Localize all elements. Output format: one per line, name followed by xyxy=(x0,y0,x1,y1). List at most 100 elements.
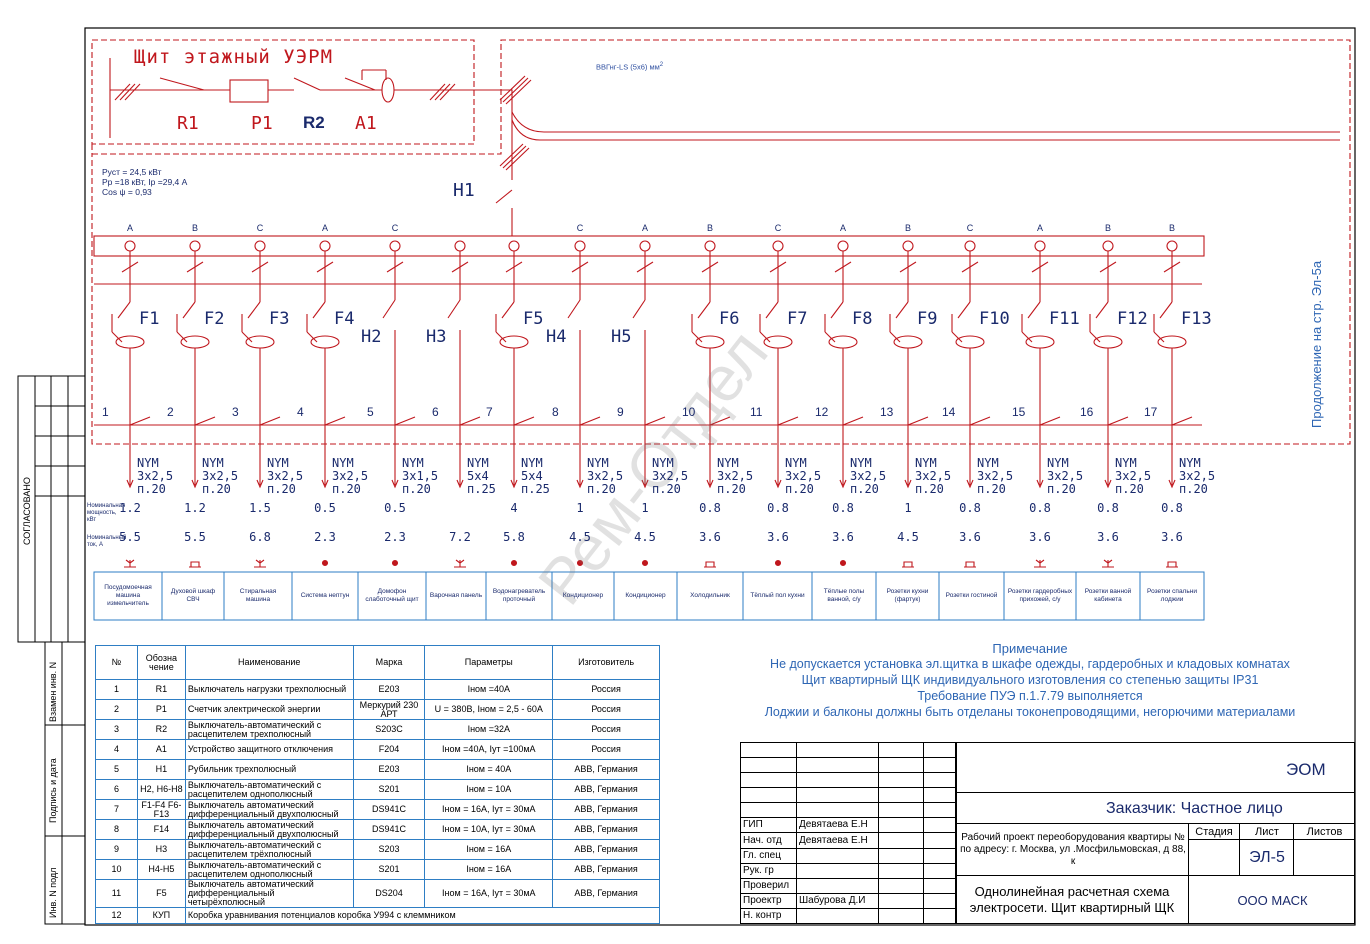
stamp-cell xyxy=(923,832,956,849)
bus-tap xyxy=(837,240,849,252)
bus-tap xyxy=(508,240,520,252)
stamp-role-row: Гл. спец xyxy=(740,847,956,864)
spec-cell: S201 xyxy=(352,859,426,880)
stamp-person xyxy=(795,847,879,864)
spec-cell: Iном = 40А xyxy=(424,759,554,780)
bus-tap xyxy=(574,240,586,252)
consumer-label: Водонагреватель проточный xyxy=(492,588,546,603)
cable-routing: п.20 xyxy=(202,482,231,496)
stamp-cell xyxy=(795,741,879,759)
consumer-label: Духовой шкаф СВЧ xyxy=(170,588,216,603)
consumer-symbol xyxy=(254,559,266,568)
stamp-role: Гл. спец xyxy=(740,847,797,864)
spec-header-cell: Наименование xyxy=(184,645,354,680)
line-number: 16 xyxy=(1080,405,1094,419)
device-label: F11 xyxy=(1049,309,1080,329)
spec-cell: ABB, Германия xyxy=(552,759,660,780)
line-number: 4 xyxy=(297,405,304,419)
stamp-role-row: Н. контр xyxy=(740,907,956,925)
cable-routing: п.20 xyxy=(137,482,166,496)
spec-cell: ABB, Германия xyxy=(552,779,660,800)
rated-current: 5.5 xyxy=(184,530,206,544)
cable-routing: п.20 xyxy=(1047,482,1076,496)
consumer-label: Розетки кухни (фартук) xyxy=(886,588,929,603)
consumer-label: Розетки гостиной xyxy=(945,592,998,599)
power-info: Руст = 24,5 кВт Рр =18 кВт, Iр =29,4 А C… xyxy=(102,167,188,197)
spec-header-cell: № xyxy=(95,645,138,680)
rated-current: 4.5 xyxy=(897,530,919,544)
spec-cell: 12 xyxy=(95,907,138,924)
stamp-cell xyxy=(923,817,956,834)
spec-cell: Выключатель-автоматический с расцепителе… xyxy=(184,839,354,860)
device-label: H4 xyxy=(546,327,567,347)
spec-cell: Коробка уравнивания потенциалов коробка … xyxy=(184,907,661,924)
spec-cell: P1 xyxy=(136,699,186,720)
spec-cell: 10 xyxy=(95,859,138,880)
device-label: F12 xyxy=(1117,309,1148,329)
note-title: Примечание xyxy=(992,641,1068,656)
line-number: 10 xyxy=(682,405,696,419)
spec-cell: Iном =40А xyxy=(424,679,554,700)
spec-cell: ABB, Германия xyxy=(552,839,660,860)
input-label-a1: A1 xyxy=(355,113,377,134)
spec-cell: H4-H5 xyxy=(136,859,186,880)
consumer-symbol xyxy=(839,559,847,567)
rated-power: 1.5 xyxy=(249,501,271,515)
spec-cell: 9 xyxy=(95,839,138,860)
bus-tap xyxy=(189,240,201,252)
spec-cell: Россия xyxy=(552,739,660,760)
spec-cell: S203C xyxy=(352,719,426,740)
stamp-cell xyxy=(923,847,956,864)
consumer-label: Розетки ванной кабинета xyxy=(1084,588,1132,603)
rcd-sensor xyxy=(1025,335,1055,349)
consumer-symbol xyxy=(510,559,518,567)
cable-section: 3x2,5 xyxy=(1047,469,1084,483)
consumer-symbol xyxy=(902,561,914,568)
title-block xyxy=(956,742,1355,924)
cable-section: 3x2,5 xyxy=(267,469,304,483)
phase-label: A xyxy=(321,223,328,233)
stamp-cell xyxy=(877,907,925,925)
spec-cell: ABB, Германия xyxy=(552,879,660,908)
phase-label: B xyxy=(1168,223,1175,233)
consumer-label: Тёплый пол кухни xyxy=(750,592,805,599)
phase-label: C xyxy=(256,223,264,233)
consumer-symbol xyxy=(1102,559,1114,568)
cable-type: NYM xyxy=(1047,456,1069,470)
cable-section: 5x4 xyxy=(521,469,543,483)
spec-cell: Счетчик электрической энергии xyxy=(184,699,354,720)
rcd-sensor xyxy=(893,335,923,349)
stamp-cell xyxy=(923,802,956,819)
cable-routing: п.20 xyxy=(915,482,944,496)
bus-tap xyxy=(1102,240,1114,252)
rated-power: 4 xyxy=(510,501,518,515)
rated-current: 3.6 xyxy=(1161,530,1183,544)
rated-power: 1.2 xyxy=(184,501,206,515)
consumer-symbol xyxy=(704,561,716,568)
consumer-symbol xyxy=(454,559,466,568)
rated-current: 7.2 xyxy=(449,530,471,544)
line-number: 3 xyxy=(232,405,239,419)
consumer-symbol xyxy=(641,559,649,567)
device-label: F5 xyxy=(523,309,544,329)
spec-cell: E203 xyxy=(352,679,426,700)
rated-power: 0.8 xyxy=(699,501,721,515)
device-label: F3 xyxy=(269,309,290,329)
phase-label: C xyxy=(966,223,974,233)
spec-cell: Iном = 16А xyxy=(424,839,554,860)
rated-power: 1 xyxy=(576,501,584,515)
spec-cell: Выключатель автоматический дифференциаль… xyxy=(184,799,354,820)
cable-type: NYM xyxy=(267,456,289,470)
stamp-role-row: Рук. гр xyxy=(740,862,956,879)
line-number: 2 xyxy=(167,405,174,419)
spec-cell: F14 xyxy=(136,819,186,840)
rated-current: 5.5 xyxy=(119,530,141,544)
spec-cell: 8 xyxy=(95,819,138,840)
